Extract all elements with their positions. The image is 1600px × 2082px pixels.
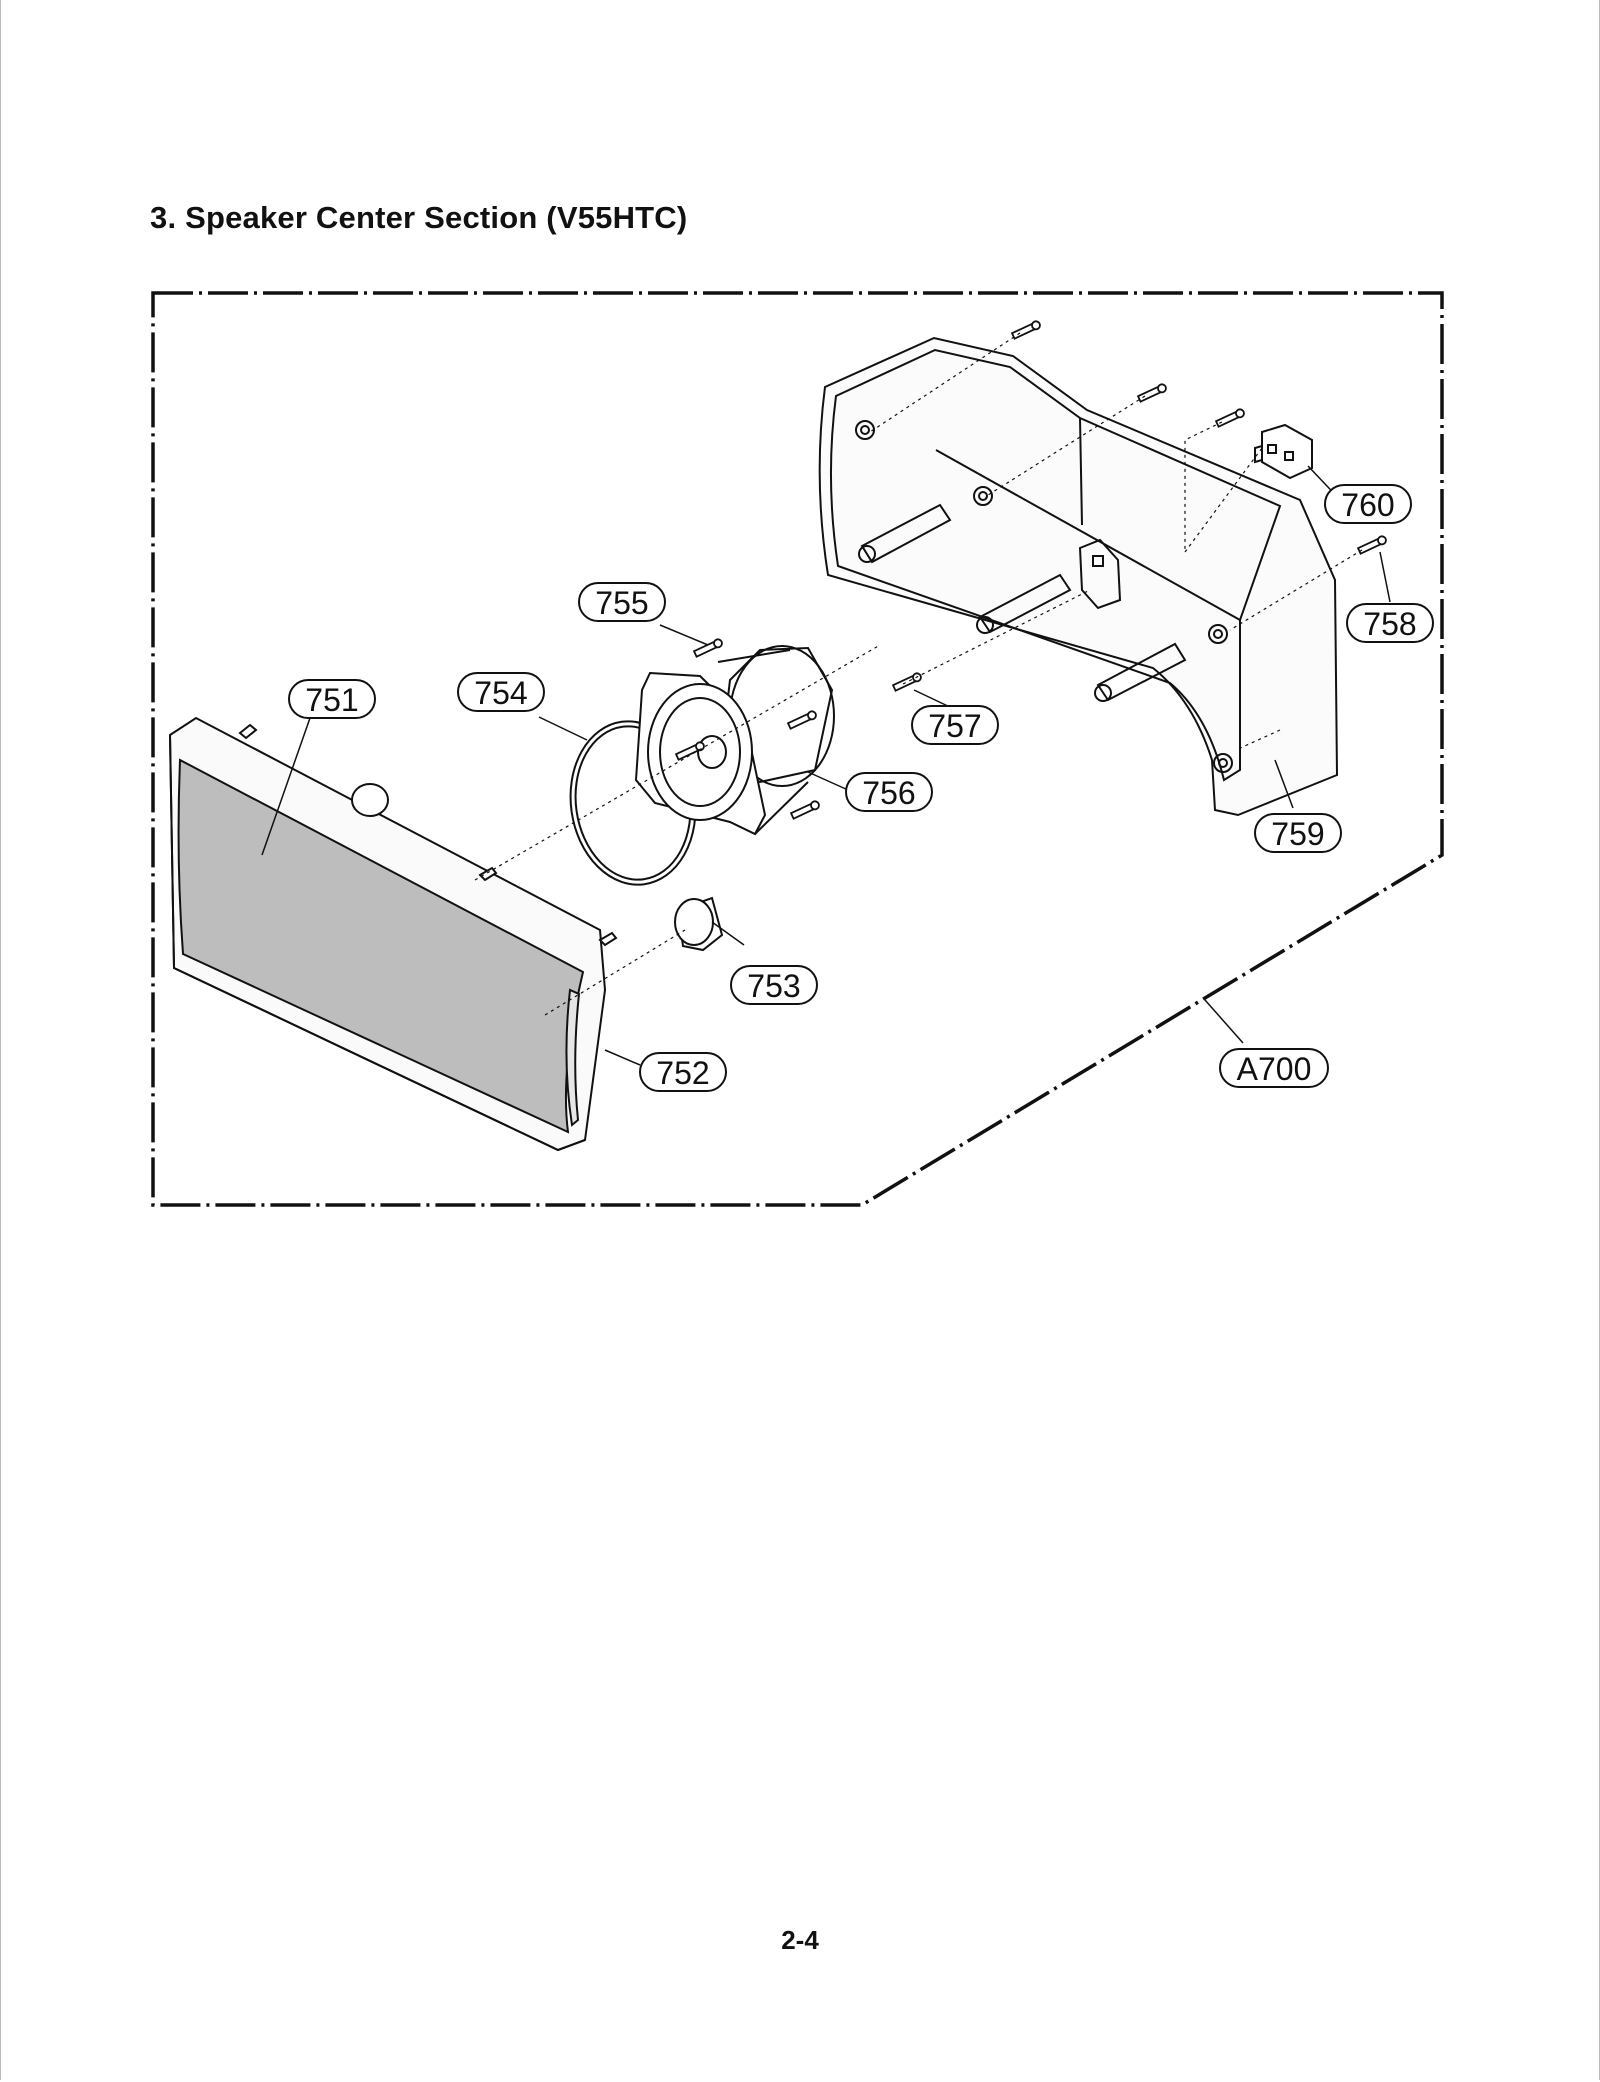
rear-cabinet (818, 336, 1339, 817)
svg-text:756: 756 (862, 775, 915, 811)
terminal-block (1254, 423, 1313, 480)
callout-A700: A700 (1219, 1048, 1329, 1088)
assembly-guide-lines (474, 332, 1363, 1016)
front-grille (168, 716, 618, 1152)
callout-754: 754 (457, 672, 545, 712)
svg-text:755: 755 (595, 585, 648, 621)
svg-text:751: 751 (305, 682, 358, 718)
callout-760: 760 (1324, 484, 1412, 524)
section-title: 3. Speaker Center Section (V55HTC) (150, 200, 688, 235)
svg-text:752: 752 (656, 1055, 709, 1091)
woofer-unit (634, 645, 835, 836)
screws (674, 320, 1387, 820)
page-number: 2-4 (781, 1925, 819, 1955)
callout-759: 759 (1254, 813, 1342, 853)
assembly-boundary (151, 291, 1444, 1207)
svg-text:754: 754 (474, 675, 527, 711)
svg-text:757: 757 (928, 708, 981, 744)
svg-text:760: 760 (1341, 487, 1394, 523)
callout-751: 751 (288, 679, 376, 719)
callout-756: 756 (845, 772, 933, 812)
svg-text:A700: A700 (1237, 1051, 1312, 1087)
svg-text:758: 758 (1363, 606, 1416, 642)
tweeter-unit (674, 896, 724, 952)
callout-755: 755 (578, 582, 666, 622)
callout-752: 752 (639, 1052, 727, 1092)
svg-text:759: 759 (1271, 816, 1324, 852)
callout-753: 753 (730, 965, 818, 1005)
svg-text:753: 753 (747, 968, 800, 1004)
callout-757: 757 (911, 705, 999, 745)
callout-758: 758 (1346, 603, 1434, 643)
